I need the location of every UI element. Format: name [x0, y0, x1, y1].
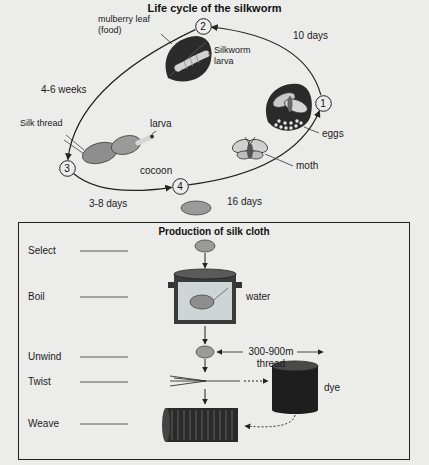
part-label: cocoon	[140, 165, 172, 177]
stage-number-circle: 2	[195, 18, 212, 35]
boiling-pot	[168, 269, 242, 324]
cycle-arrow	[188, 111, 319, 185]
boiling-pot	[174, 274, 236, 324]
callout-number: 2	[200, 21, 206, 32]
panel-heading: Production of silk cloth	[19, 223, 409, 238]
eggs-on-leaf	[277, 119, 280, 122]
length-arrow	[217, 352, 243, 353]
silk-cocoons	[64, 132, 154, 167]
diagram-title: Life cycle of the silkworm	[0, 2, 429, 15]
cocoon-drawing	[181, 201, 211, 215]
part-label: eggs	[322, 128, 344, 140]
twisted-threads	[170, 376, 240, 386]
part-label: Silkworm larva	[214, 45, 260, 67]
woven-cloth	[172, 410, 232, 440]
leader-line	[208, 53, 212, 54]
moth-drawing	[247, 143, 253, 159]
callout-number: 1	[320, 98, 326, 109]
dotted-arrow	[244, 381, 268, 382]
circle-outline	[315, 95, 331, 111]
eggs-on-leaf	[299, 121, 302, 124]
stage-number-circle: 1	[315, 95, 332, 112]
process-panel: Production of silk cloth	[18, 222, 410, 460]
dye-pot	[272, 406, 318, 414]
part-label: water	[246, 291, 270, 303]
flow-arrow	[205, 326, 206, 344]
part-label: Boil	[28, 291, 45, 303]
circle-outline	[195, 18, 211, 34]
eggs-on-leaf	[284, 126, 287, 129]
circle-outline	[172, 178, 188, 194]
part-label: Silk thread	[20, 118, 63, 129]
unwound-cocoon	[196, 346, 214, 358]
duration-label: 4-6 weeks	[40, 84, 88, 96]
silk-cocoons	[64, 135, 84, 154]
duration-label: 10 days	[292, 30, 329, 42]
eggs-on-leaf	[295, 119, 298, 122]
step-dashes	[80, 297, 128, 298]
dye-pot	[272, 366, 318, 410]
leader-line	[265, 154, 293, 166]
duration-label: 3-8 days	[88, 198, 128, 210]
woven-cloth	[162, 408, 170, 442]
part-label: moth	[296, 160, 318, 172]
length-arrow	[297, 352, 323, 353]
boiling-pot	[174, 269, 236, 279]
eggs-on-leaf	[288, 96, 293, 112]
circle-outline	[59, 160, 75, 176]
silk-cocoons	[138, 137, 151, 143]
eggs-on-leaf	[283, 121, 286, 124]
flow-arrow	[205, 253, 206, 268]
part-label: Select	[28, 245, 56, 257]
eggs-on-leaf	[289, 121, 292, 124]
moth-drawing	[231, 137, 270, 159]
eggs-on-leaf	[274, 123, 277, 126]
callout-number: 3	[64, 163, 70, 174]
part-label: Twist	[28, 376, 51, 388]
eggs-on-leaf	[279, 125, 282, 128]
eggs-on-leaf	[266, 84, 312, 131]
duration-label: 16 days	[226, 196, 263, 208]
step-dashes	[80, 424, 128, 425]
leader-line	[152, 131, 156, 134]
stage-number-circle: 4	[172, 178, 189, 195]
eggs-on-leaf	[283, 96, 310, 115]
step-dashes	[80, 251, 128, 252]
part-label: larva	[150, 118, 172, 130]
mulberry-leaf-drawing	[166, 36, 212, 82]
stage-number-circle: 3	[59, 160, 76, 177]
mulberry-leaf-drawing	[184, 55, 199, 69]
flow-arrow	[205, 389, 206, 404]
part-label: 300-900m thread	[245, 346, 297, 370]
part-label: dye	[324, 382, 340, 394]
eggs-on-leaf	[294, 124, 297, 127]
boiling-pot	[190, 295, 214, 309]
moth-drawing	[245, 137, 255, 143]
part-label: mulberry leaf (food)	[98, 14, 158, 36]
step-dashes	[80, 357, 128, 358]
silk-cocoons	[150, 135, 154, 139]
mulberry-leaf-drawing	[170, 42, 206, 76]
step-dashes	[80, 251, 128, 424]
cycle-arrow	[74, 174, 172, 191]
mulberry-leaf-drawing	[166, 36, 212, 82]
selected-cocoon	[195, 240, 215, 252]
woven-cloth	[162, 408, 238, 442]
boiling-pot	[178, 282, 232, 320]
mulberry-leaf-drawing	[178, 54, 206, 68]
step-dashes	[80, 382, 128, 383]
part-label: Weave	[28, 418, 59, 430]
dotted-arrow	[245, 415, 295, 427]
eggs-on-leaf	[266, 84, 312, 131]
woven-cloth	[166, 408, 238, 442]
eggs-on-leaf	[289, 126, 292, 129]
boiling-pot	[214, 288, 228, 300]
part-label: Unwind	[28, 351, 61, 363]
flow-arrow	[205, 359, 206, 372]
callout-number: 4	[177, 181, 183, 192]
